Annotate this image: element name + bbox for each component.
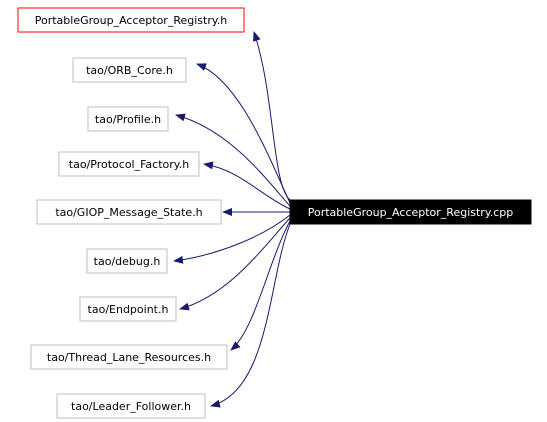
edge-to-protocol-factory-h <box>203 161 291 210</box>
include-label: tao/ORB_Core.h <box>86 64 173 77</box>
include-label: tao/Leader_Follower.h <box>71 400 191 413</box>
include-label: tao/GIOP_Message_State.h <box>55 206 202 219</box>
edge-to-debug-h <box>173 214 291 264</box>
edge-to-acceptor-registry-h <box>253 31 291 201</box>
include-label: tao/Protocol_Factory.h <box>69 158 189 171</box>
include-node-endpoint-h[interactable]: tao/Endpoint.h <box>79 296 177 322</box>
include-node-profile-h[interactable]: tao/Profile.h <box>87 106 169 132</box>
include-label: tao/Thread_Lane_Resources.h <box>47 351 211 364</box>
include-node-debug-h[interactable]: tao/debug.h <box>86 248 168 274</box>
include-label: PortableGroup_Acceptor_Registry.h <box>35 14 228 27</box>
include-label: tao/debug.h <box>94 255 161 268</box>
include-node-protocol-factory-h[interactable]: tao/Protocol_Factory.h <box>58 151 200 177</box>
include-label: tao/Endpoint.h <box>88 303 169 316</box>
edges <box>173 31 291 408</box>
edge-to-leader-follower-h <box>210 223 291 408</box>
include-label: tao/Profile.h <box>95 113 161 126</box>
source-file-label: PortableGroup_Acceptor_Registry.cpp <box>308 206 514 219</box>
include-node-orb-core-h[interactable]: tao/ORB_Core.h <box>72 57 187 83</box>
include-node-leader-follower-h[interactable]: tao/Leader_Follower.h <box>56 393 206 419</box>
edge-to-orb-core-h <box>196 63 291 204</box>
edge-to-profile-h <box>175 113 291 207</box>
edge-to-thread-lane-resources-h <box>230 220 291 351</box>
include-node-thread-lane-resources-h[interactable]: tao/Thread_Lane_Resources.h <box>30 344 228 370</box>
include-node-giop-message-state-h[interactable]: tao/GIOP_Message_State.h <box>36 199 222 225</box>
include-node-acceptor-registry-h[interactable]: PortableGroup_Acceptor_Registry.h <box>17 7 245 33</box>
source-file-node[interactable]: PortableGroup_Acceptor_Registry.cpp <box>289 199 532 225</box>
edge-to-endpoint-h <box>179 217 291 311</box>
